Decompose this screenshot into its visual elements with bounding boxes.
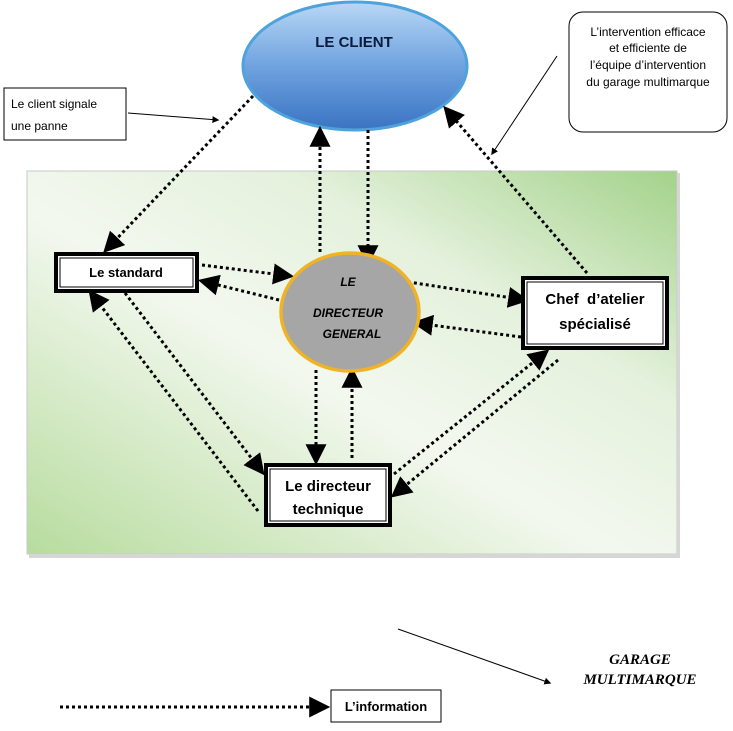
client-label: LE CLIENT (315, 34, 393, 51)
garage-pointer (397, 628, 552, 685)
dg-label-line3: GENERAL (323, 327, 382, 341)
chef-atelier-node: Chef d’atelier spécialisé (521, 276, 669, 350)
flow-standard-to-dg (201, 263, 295, 285)
information-flows (88, 94, 589, 512)
callout-client-pointer (127, 112, 220, 124)
directeur-technique-node: Le directeur technique (264, 463, 392, 527)
callout-intervention-line2: et efficiente de (609, 41, 687, 55)
callout-intervention-line3: l’équipe d’intervention (590, 58, 706, 72)
flow-dg-to-chef (401, 279, 530, 308)
standard-node: Le standard (54, 252, 199, 293)
callout-intervention: L’intervention efficace et efficiente de… (568, 11, 728, 133)
chef-atelier-line1: Chef d’atelier (545, 291, 644, 308)
flow-technique-to-standard (88, 289, 260, 512)
garage-label-line2: MULTIMARQUE (582, 672, 696, 688)
callout-intervention-pointer (491, 55, 558, 156)
callout-intervention-line4: du garage multimarque (586, 75, 710, 89)
legend-label: L’information (345, 699, 427, 714)
flow-dg-to-standard (197, 274, 280, 302)
callout-client-signals: Le client signale une panne (3, 87, 127, 141)
dg-label-line1: LE (340, 275, 356, 289)
garage-label-line1: GARAGE (609, 652, 671, 668)
client-node: LE CLIENT (241, 0, 469, 132)
directeur-technique-line2: technique (293, 501, 364, 518)
dg-label-line2: DIRECTEUR (313, 306, 383, 320)
standard-label: Le standard (89, 265, 163, 280)
callout-intervention-line1: L’intervention efficace (590, 25, 706, 39)
directeur-general-node: LE DIRECTEUR GENERAL (279, 251, 421, 373)
garage-label: GARAGE MULTIMARQUE (582, 652, 696, 688)
legend: L’information (60, 689, 442, 723)
chef-atelier-line2: spécialisé (559, 316, 631, 333)
flow-standard-to-technique (123, 292, 265, 476)
callout-client-signals-line2: une panne (11, 119, 68, 133)
directeur-technique-line1: Le directeur (285, 478, 371, 495)
flow-chef-to-client (443, 105, 589, 274)
callout-client-signals-line1: Le client signale (11, 97, 97, 111)
flow-technique-to-chef (393, 349, 550, 476)
